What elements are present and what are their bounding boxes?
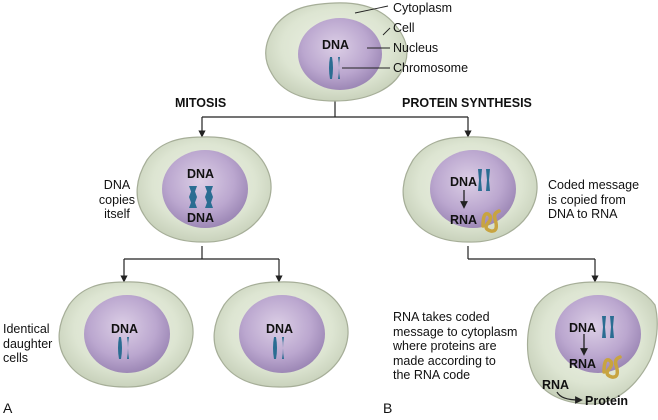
chromosome-icon bbox=[478, 169, 490, 191]
cell-top bbox=[265, 2, 408, 102]
caption-identical-daughter-cells: Identical daughter cells bbox=[3, 322, 53, 365]
dna-label-synthesis: DNA bbox=[450, 175, 478, 189]
chromosome-icon bbox=[118, 337, 129, 359]
chromosome-icon bbox=[273, 337, 284, 359]
dna-label-final: DNA bbox=[569, 321, 597, 335]
label-cell: Cell bbox=[393, 21, 415, 35]
dna-label-mitosis-lower: DNA bbox=[187, 211, 215, 225]
caption-dna-copies-itself: DNA copies itself bbox=[98, 178, 136, 221]
duplicated-chromosome-icon bbox=[189, 186, 213, 208]
rna-label-final-nucleus: RNA bbox=[569, 357, 597, 371]
panel-label-a: A bbox=[3, 400, 13, 416]
heading-protein-synthesis: PROTEIN SYNTHESIS bbox=[402, 96, 532, 110]
arrow-rna-to-protein bbox=[556, 391, 583, 404]
nucleus bbox=[239, 295, 325, 373]
nucleus bbox=[84, 295, 170, 373]
dna-label-top: DNA bbox=[322, 38, 350, 52]
nucleus bbox=[430, 150, 516, 228]
cell-mitosis bbox=[136, 136, 272, 243]
dna-label-daughter-right: DNA bbox=[266, 322, 294, 336]
label-leader-lines bbox=[342, 5, 391, 69]
cell-rna-to-protein bbox=[526, 281, 658, 405]
daughter-cell-right bbox=[213, 281, 349, 388]
dna-label-mitosis-upper: DNA bbox=[187, 167, 215, 181]
caption-rna-takes-coded-message: RNA takes coded message to cytoplasm whe… bbox=[393, 310, 518, 382]
rna-label-synthesis: RNA bbox=[450, 213, 478, 227]
daughter-cell-left bbox=[58, 281, 194, 388]
protein-label: Protein bbox=[585, 394, 629, 408]
rna-strand-icon bbox=[481, 209, 501, 233]
chromosome-icon bbox=[329, 57, 340, 79]
caption-coded-message: Coded message is copied from DNA to RNA bbox=[548, 178, 640, 221]
nucleus bbox=[555, 295, 641, 373]
rna-label-final-cytoplasm: RNA bbox=[542, 378, 570, 392]
cell-protein-synthesis bbox=[402, 136, 538, 243]
nucleus bbox=[298, 18, 382, 90]
chromosome-icon bbox=[602, 316, 614, 338]
label-cytoplasm: Cytoplasm bbox=[393, 1, 453, 15]
connector-lines bbox=[120, 88, 599, 283]
panel-label-b: B bbox=[383, 400, 393, 416]
nucleus bbox=[162, 150, 248, 228]
rna-strand-icon bbox=[602, 355, 622, 379]
heading-mitosis: MITOSIS bbox=[175, 96, 227, 110]
dna-label-daughter-left: DNA bbox=[111, 322, 139, 336]
label-nucleus: Nucleus bbox=[393, 41, 439, 55]
label-chromosome: Chromosome bbox=[393, 61, 469, 75]
